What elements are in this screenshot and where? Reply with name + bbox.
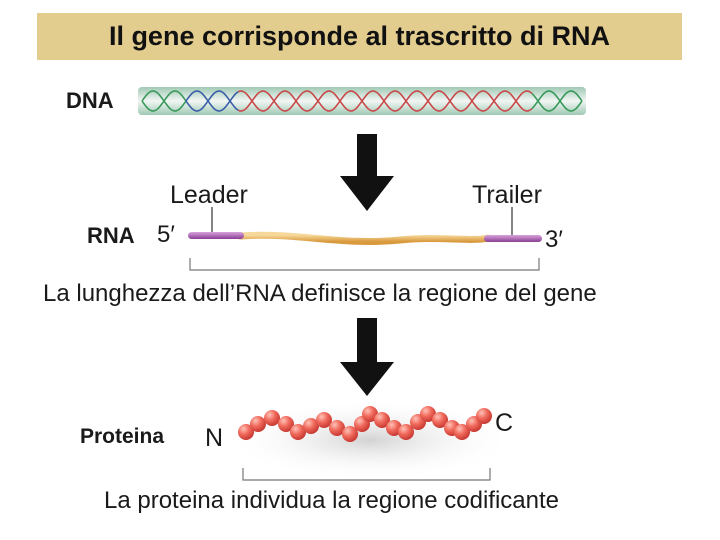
dna-segment-green (141, 90, 187, 112)
amino-acid-bead (316, 412, 332, 428)
dna-segment-blue (185, 90, 239, 112)
page-title: Il gene corrisponde al trascritto di RNA (108, 21, 611, 51)
protein-chain (225, 400, 515, 480)
protein-label: Proteina (80, 425, 165, 448)
dna-helix (141, 90, 583, 112)
amino-acid-bead (342, 426, 358, 442)
c-terminus-label: C (495, 409, 514, 437)
dna-segment-blue (185, 90, 239, 112)
protein-bracket (242, 468, 491, 481)
amino-acid-bead (278, 416, 294, 432)
protein-beads (238, 406, 492, 442)
trailer-label: Trailer (472, 181, 542, 209)
amino-acid-bead (329, 420, 345, 436)
amino-acid-bead (290, 424, 306, 440)
n-terminus-label: N (205, 424, 224, 452)
amino-acid-bead (432, 412, 448, 428)
rna-coding-region (236, 231, 492, 245)
dna-segment-red (237, 90, 533, 112)
rna-molecule (188, 207, 542, 245)
title-bar: Il gene corrisponde al trascritto di RNA (37, 13, 682, 60)
protein-caption: La proteina individua la regione codific… (104, 487, 559, 514)
dna-segment-green (531, 90, 583, 112)
rna-bracket (189, 258, 540, 271)
dna-molecule (138, 87, 586, 115)
amino-acid-bead (420, 406, 436, 422)
amino-acid-bead (264, 410, 280, 426)
dna-label: DNA (66, 88, 114, 113)
amino-acid-bead (303, 418, 319, 434)
five-prime-label: 5′ (157, 221, 175, 248)
amino-acid-bead (454, 424, 470, 440)
amino-acid-bead (362, 406, 378, 422)
rna-label: RNA (87, 223, 135, 248)
dna-segment-red (237, 90, 533, 112)
leader-label: Leader (170, 181, 248, 209)
down-arrow-icon (340, 134, 394, 211)
dna-segment-green (531, 90, 583, 112)
rna-trailer (484, 235, 542, 242)
rna-caption: La lunghezza dell’RNA definisce la regio… (43, 280, 597, 307)
amino-acid-bead (374, 412, 390, 428)
three-prime-label: 3′ (545, 226, 563, 253)
amino-acid-bead (238, 424, 254, 440)
amino-acid-bead (398, 424, 414, 440)
amino-acid-bead (476, 408, 492, 424)
rna-leader (188, 232, 244, 239)
amino-acid-bead (250, 416, 266, 432)
down-arrow-icon (340, 318, 394, 396)
